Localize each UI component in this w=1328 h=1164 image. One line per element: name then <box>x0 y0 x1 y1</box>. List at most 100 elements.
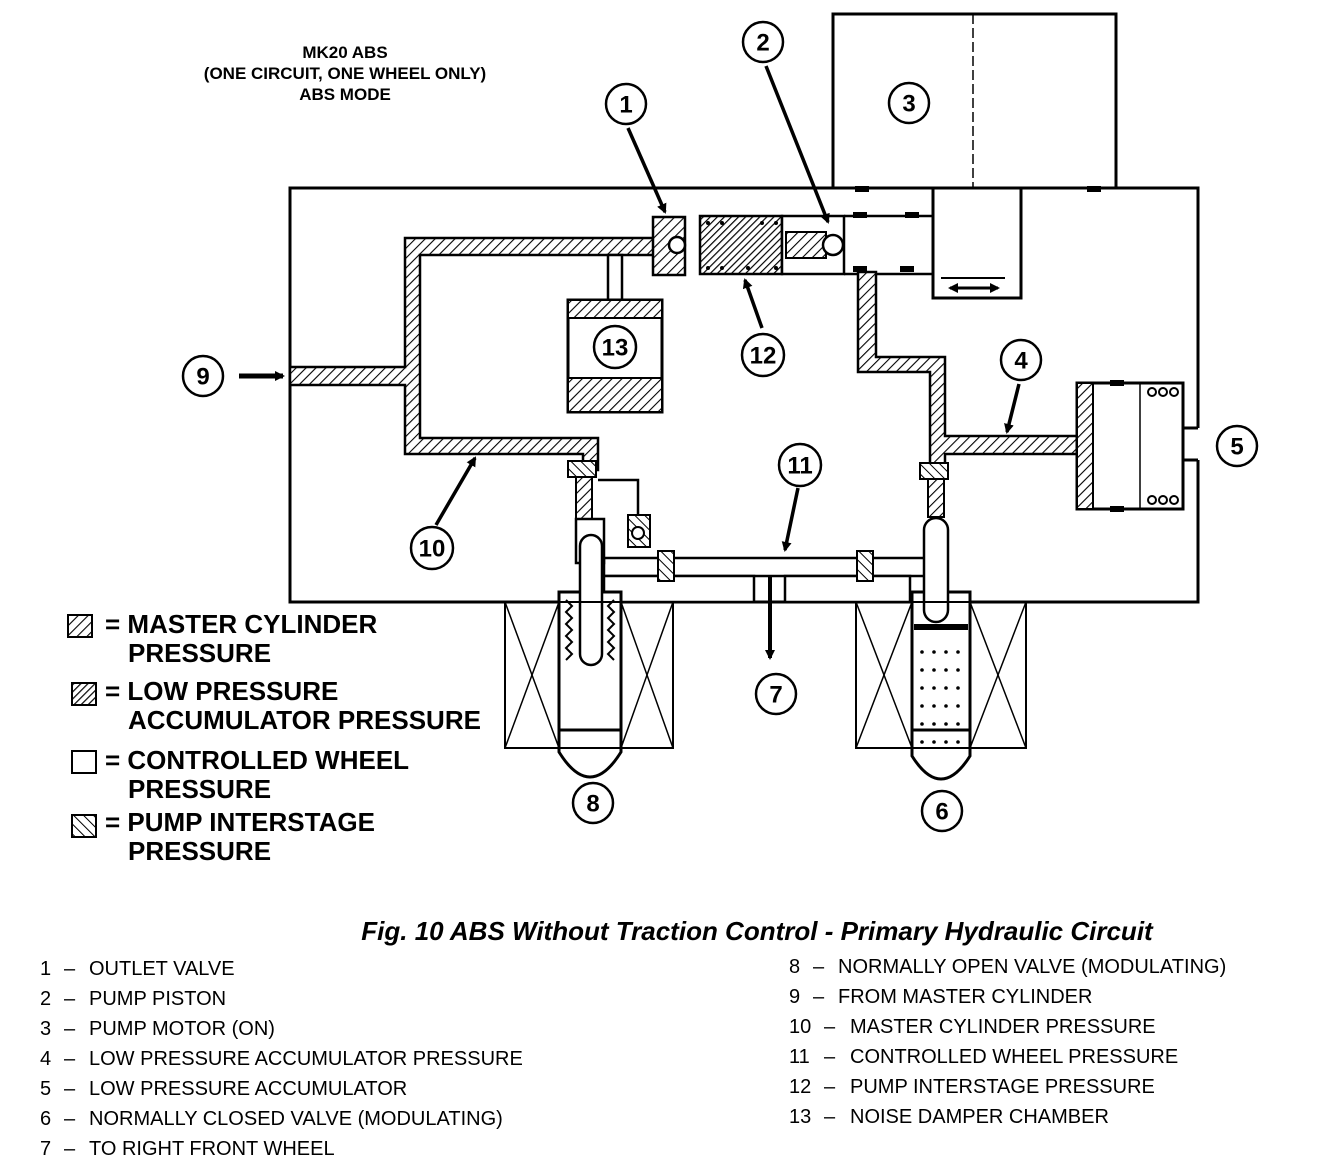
svg-text:1: 1 <box>619 92 632 119</box>
svg-text:MASTER CYLINDER PRESSURE: MASTER CYLINDER PRESSURE <box>850 1016 1156 1038</box>
svg-text:2: 2 <box>756 30 769 57</box>
svg-text:–: – <box>64 1078 76 1100</box>
svg-text:8: 8 <box>586 791 599 818</box>
pump-interstage-chamber <box>698 214 784 276</box>
svg-text:12: 12 <box>789 1076 811 1098</box>
figure-caption: Fig. 10 ABS Without Traction Control - P… <box>361 916 1154 946</box>
svg-text:12: 12 <box>750 343 777 370</box>
legend-low-line-2: ACCUMULATOR PRESSURE <box>128 705 481 735</box>
svg-text:11: 11 <box>789 1046 810 1068</box>
svg-text:PUMP MOTOR (ON): PUMP MOTOR (ON) <box>89 1018 275 1040</box>
key-item: 3–PUMP MOTOR (ON) <box>40 1018 275 1040</box>
svg-text:11: 11 <box>787 453 812 480</box>
svg-text:PUMP PISTON: PUMP PISTON <box>89 988 226 1010</box>
housing-seal <box>855 186 869 192</box>
svg-text:–: – <box>824 1016 836 1038</box>
leader-arrow-11 <box>781 487 800 552</box>
svg-text:OUTLET VALVE: OUTLET VALVE <box>89 958 235 980</box>
svg-text:–: – <box>64 1018 76 1040</box>
leader-arrow-1 <box>626 127 667 214</box>
legend-swatch-master-cylinder <box>67 614 93 638</box>
key-item: 9–FROM MASTER CYLINDER <box>789 986 1092 1008</box>
key-item: 2–PUMP PISTON <box>40 988 226 1010</box>
leader-arrow-4 <box>1004 383 1021 434</box>
svg-text:–: – <box>824 1076 836 1098</box>
svg-text:–: – <box>64 1048 76 1070</box>
svg-text:1: 1 <box>40 958 51 980</box>
svg-text:NORMALLY CLOSED VALVE (MODULAT: NORMALLY CLOSED VALVE (MODULATING) <box>89 1108 503 1130</box>
callout-13: 13 <box>592 324 638 370</box>
svg-text:–: – <box>64 1138 76 1160</box>
svg-text:NOISE DAMPER CHAMBER: NOISE DAMPER CHAMBER <box>850 1106 1109 1128</box>
svg-text:10: 10 <box>419 536 446 563</box>
key-item: 11–CONTROLLED WHEEL PRESSURE <box>789 1046 1178 1068</box>
leader-arrow-10 <box>434 456 477 526</box>
callout-2: 2 <box>741 20 785 64</box>
key-item: 1–OUTLET VALVE <box>40 958 235 980</box>
controlled-wheel-passage <box>602 550 938 604</box>
callout-3: 3 <box>887 81 931 125</box>
svg-text:FROM MASTER CYLINDER: FROM MASTER CYLINDER <box>838 986 1092 1008</box>
callout-12: 12 <box>740 332 786 378</box>
legend-wheel-line-1: = CONTROLLED WHEEL <box>105 745 409 775</box>
key-item: 6–NORMALLY CLOSED VALVE (MODULATING) <box>40 1108 503 1130</box>
svg-text:9: 9 <box>789 986 800 1008</box>
callout-4: 4 <box>999 338 1043 382</box>
svg-text:6: 6 <box>935 799 948 826</box>
svg-text:3: 3 <box>902 91 915 118</box>
normally-closed-valve <box>855 462 1027 781</box>
callout-9: 9 <box>181 354 225 398</box>
low-pressure-accumulator <box>1075 380 1185 512</box>
key-right: 8–NORMALLY OPEN VALVE (MODULATING) 9–FRO… <box>789 956 1226 1128</box>
svg-text:PUMP INTERSTAGE PRESSURE: PUMP INTERSTAGE PRESSURE <box>850 1076 1155 1098</box>
header-line-2: (ONE CIRCUIT, ONE WHEEL ONLY) <box>204 64 486 83</box>
key-item: 5–LOW PRESSURE ACCUMULATOR <box>40 1078 407 1100</box>
legend-pump-line-1: = PUMP INTERSTAGE <box>105 807 375 837</box>
svg-text:–: – <box>813 986 825 1008</box>
svg-text:5: 5 <box>40 1078 51 1100</box>
callout-1: 1 <box>604 82 648 126</box>
legend-swatch-low-pressure <box>71 682 97 706</box>
svg-text:–: – <box>824 1046 836 1068</box>
svg-text:8: 8 <box>789 956 800 978</box>
key-item: 4–LOW PRESSURE ACCUMULATOR PRESSURE <box>40 1048 523 1070</box>
legend-swatch-pump-interstage <box>71 814 97 838</box>
svg-text:10: 10 <box>789 1016 811 1038</box>
key-item: 8–NORMALLY OPEN VALVE (MODULATING) <box>789 956 1226 978</box>
legend-master-line-1: = MASTER CYLINDER <box>105 609 378 639</box>
svg-text:13: 13 <box>789 1106 811 1128</box>
housing-seal <box>1087 186 1101 192</box>
leader-arrow-12 <box>742 278 764 329</box>
legend: = MASTER CYLINDER PRESSURE = LOW PRESSUR… <box>67 609 481 866</box>
pump-piston <box>780 212 933 276</box>
svg-text:4: 4 <box>40 1048 51 1070</box>
key-left: 1–OUTLET VALVE 2–PUMP PISTON 3–PUMP MOTO… <box>40 958 523 1160</box>
svg-text:7: 7 <box>769 682 782 709</box>
key-item: 13–NOISE DAMPER CHAMBER <box>789 1106 1109 1128</box>
svg-text:LOW PRESSURE ACCUMULATOR: LOW PRESSURE ACCUMULATOR <box>89 1078 407 1100</box>
svg-text:9: 9 <box>196 364 209 391</box>
callout-7: 7 <box>754 672 798 716</box>
svg-text:–: – <box>64 958 76 980</box>
legend-low-line-1: = LOW PRESSURE <box>105 676 338 706</box>
key-item: 7–TO RIGHT FRONT WHEEL <box>40 1138 335 1160</box>
legend-master-line-2: PRESSURE <box>128 638 271 668</box>
svg-text:TO RIGHT FRONT WHEEL: TO RIGHT FRONT WHEEL <box>89 1138 335 1160</box>
key-item: 10–MASTER CYLINDER PRESSURE <box>789 1016 1156 1038</box>
svg-text:–: – <box>824 1106 836 1128</box>
legend-wheel-line-2: PRESSURE <box>128 774 271 804</box>
leader-arrows <box>239 65 1021 552</box>
outlet-valve <box>651 215 687 277</box>
damper-branch-passage <box>606 253 624 302</box>
svg-text:6: 6 <box>40 1108 51 1130</box>
svg-text:3: 3 <box>40 1018 51 1040</box>
svg-text:13: 13 <box>602 335 629 362</box>
header-line-1: MK20 ABS <box>302 43 387 62</box>
diagram-header: MK20 ABS (ONE CIRCUIT, ONE WHEEL ONLY) A… <box>204 43 486 104</box>
legend-swatch-controlled-wheel <box>71 750 97 774</box>
header-line-3: ABS MODE <box>299 85 391 104</box>
svg-text:–: – <box>64 988 76 1010</box>
callout-6: 6 <box>920 789 964 833</box>
legend-pump-line-2: PRESSURE <box>128 836 271 866</box>
